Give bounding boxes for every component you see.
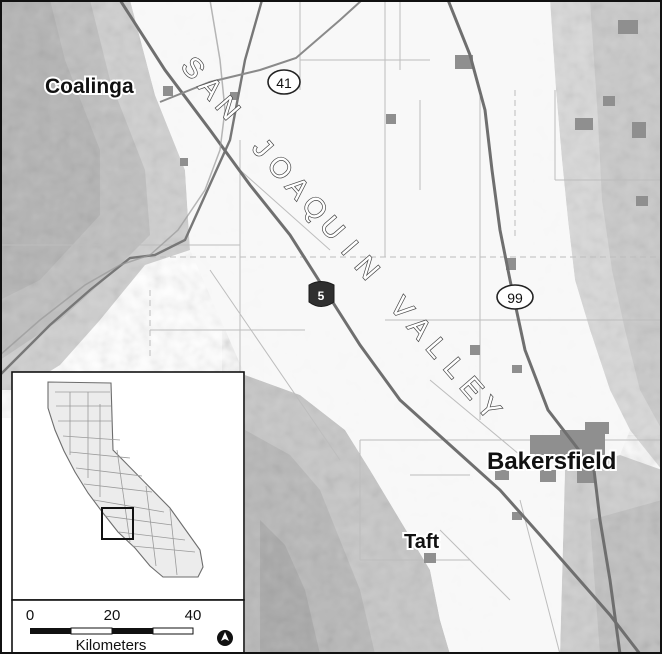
urban-areas	[163, 20, 648, 563]
study-area-box[interactable]	[101, 507, 134, 540]
scale-tick-0: 0	[26, 607, 34, 624]
sr-99-route[interactable]	[446, 0, 622, 655]
scale-bar-panel: 0 20 40 Kilometers	[11, 599, 245, 655]
scale-segment-20-30	[112, 628, 153, 634]
coalinga-road	[0, 0, 226, 356]
relief-southeast-hills	[560, 455, 662, 654]
highway-99-shield: 99	[496, 284, 534, 310]
city-label-coalinga: Coalinga	[45, 75, 134, 98]
interstate-5-shield: 5	[308, 281, 335, 307]
city-label-bakersfield: Bakersfield	[487, 448, 616, 475]
california-county-lines	[55, 391, 196, 576]
inset-map-panel	[11, 371, 245, 601]
sr-41-route[interactable]	[159, 0, 363, 103]
scale-segment-0-10	[30, 628, 71, 634]
scale-tick-20: 20	[104, 607, 121, 624]
highway-41-label: 41	[276, 75, 292, 91]
highway-41-shield: 41	[267, 69, 301, 95]
north-arrow-icon	[217, 630, 233, 646]
scale-unit-label: Kilometers	[76, 637, 147, 654]
scale-segment-10-20	[70, 627, 113, 635]
scale-segment-30-40	[152, 627, 194, 635]
county-boundary	[0, 0, 264, 376]
scale-tick-40: 40	[185, 607, 202, 624]
city-label-taft: Taft	[404, 531, 440, 553]
valley-floor	[130, 0, 630, 654]
interstate-5-route[interactable]	[118, 0, 642, 655]
california-outline	[47, 381, 204, 578]
highway-99-label: 99	[507, 290, 523, 306]
interstate-5-label: 5	[318, 289, 325, 303]
